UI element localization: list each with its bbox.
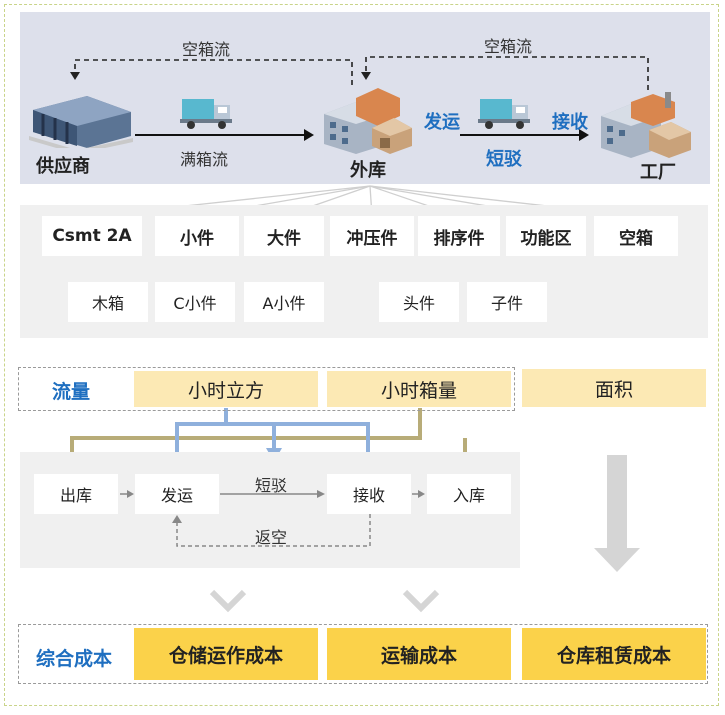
factory-building-icon	[601, 92, 691, 158]
outer-warehouse-building-icon	[324, 88, 412, 154]
truck-icon	[180, 99, 232, 129]
category-box: Csmt 2A	[42, 216, 142, 256]
full-flow-label: 满箱流	[180, 150, 229, 169]
cost-frame	[18, 624, 708, 684]
subcategory-box: A小件	[244, 282, 324, 322]
category-box: 功能区	[506, 216, 586, 256]
rental-cost-box: 仓库租赁成本	[522, 628, 706, 680]
process-return-empty-label: 返空	[255, 528, 288, 547]
category-box: 大件	[244, 216, 324, 256]
flow-driver-frame	[18, 367, 515, 411]
category-box: 空箱	[594, 216, 678, 256]
receive-label: 接收	[552, 112, 588, 133]
outer-warehouse-label: 外库	[350, 160, 386, 181]
category-box: 冲压件	[330, 216, 414, 256]
warehouse-ops-cost-box: 仓储运作成本	[134, 628, 318, 680]
process-receive-box: 接收	[327, 474, 411, 514]
process-shuttle-label: 短驳	[255, 476, 288, 495]
truck-icon	[478, 99, 530, 129]
subcategory-box: 头件	[379, 282, 459, 322]
flow-driver-label: 流量	[52, 381, 91, 403]
subcategory-box: 木箱	[68, 282, 148, 322]
subcategory-box: C小件	[155, 282, 235, 322]
empty-flow-label-left: 空箱流	[182, 40, 231, 59]
supplier-warehouse-icon	[29, 96, 133, 148]
cost-label: 综合成本	[36, 648, 113, 670]
category-box: 小件	[155, 216, 239, 256]
outer-frame	[4, 4, 719, 706]
hourly-boxes-box: 小时箱量	[327, 371, 511, 407]
hourly-cube-box: 小时立方	[134, 371, 318, 407]
supplier-label: 供应商	[36, 156, 90, 177]
process-ship-box: 发运	[135, 474, 219, 514]
subcategory-box: 子件	[467, 282, 547, 322]
ship-label: 发运	[424, 112, 460, 133]
transport-cost-box: 运输成本	[327, 628, 511, 680]
category-box: 排序件	[418, 216, 500, 256]
factory-label: 工厂	[640, 162, 676, 183]
process-inbound-box: 入库	[427, 474, 511, 514]
empty-flow-label-right: 空箱流	[484, 37, 533, 56]
process-outbound-box: 出库	[34, 474, 118, 514]
shuttle-label: 短驳	[486, 149, 522, 170]
area-box: 面积	[522, 369, 706, 407]
